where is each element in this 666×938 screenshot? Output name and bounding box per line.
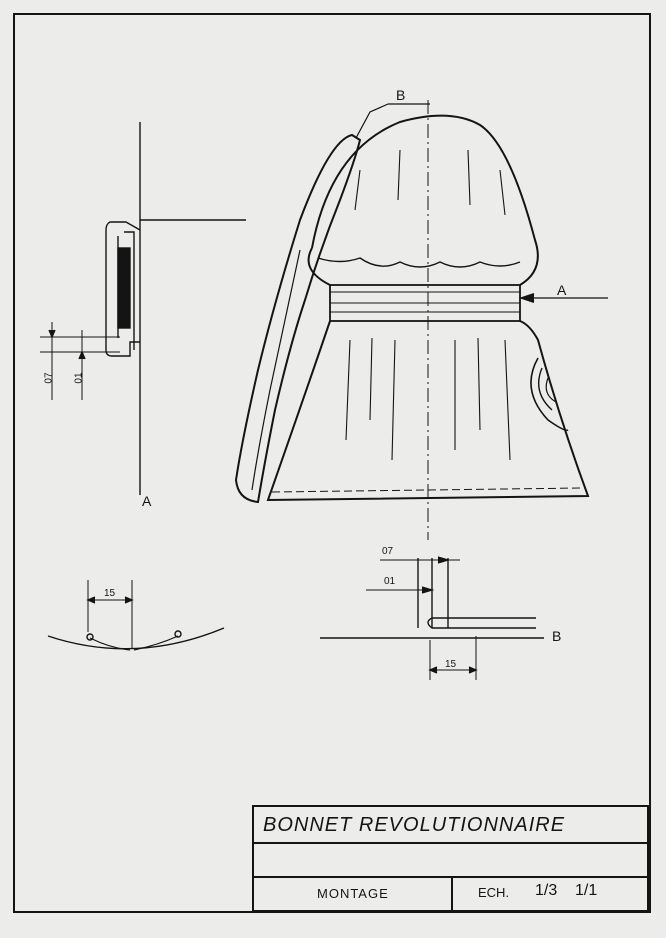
title-text: BONNET REVOLUTIONNAIRE — [263, 814, 566, 836]
arc-detail — [47, 580, 225, 651]
dimension-bottom-01: 01 — [384, 576, 396, 587]
label-b-top: B — [396, 87, 406, 103]
section-b-detail — [320, 556, 544, 680]
title-block: BONNET REVOLUTIONNAIRE MONTAGE ECH. 1/3 … — [253, 806, 648, 911]
scale-2: 1/1 — [575, 882, 598, 899]
title-block-frame — [252, 805, 649, 912]
subtitle-text: MONTAGE — [317, 886, 389, 901]
dimension-bottom-15: 15 — [445, 659, 457, 670]
scale-1: 1/3 — [535, 882, 558, 899]
sheet-frame — [13, 13, 651, 913]
dimension-left-01: 01 — [73, 372, 85, 384]
scale-prefix: ECH. — [478, 885, 510, 900]
section-a-detail — [40, 122, 246, 495]
dimension-arc-15: 15 — [104, 588, 116, 599]
bonnet-elevation — [234, 100, 608, 540]
label-a-section: A — [142, 493, 152, 509]
label-b-section: B — [552, 628, 562, 644]
dimension-bottom-07: 07 — [382, 546, 394, 557]
label-a-band: A — [557, 282, 567, 298]
dimension-left-07: 07 — [43, 372, 55, 384]
